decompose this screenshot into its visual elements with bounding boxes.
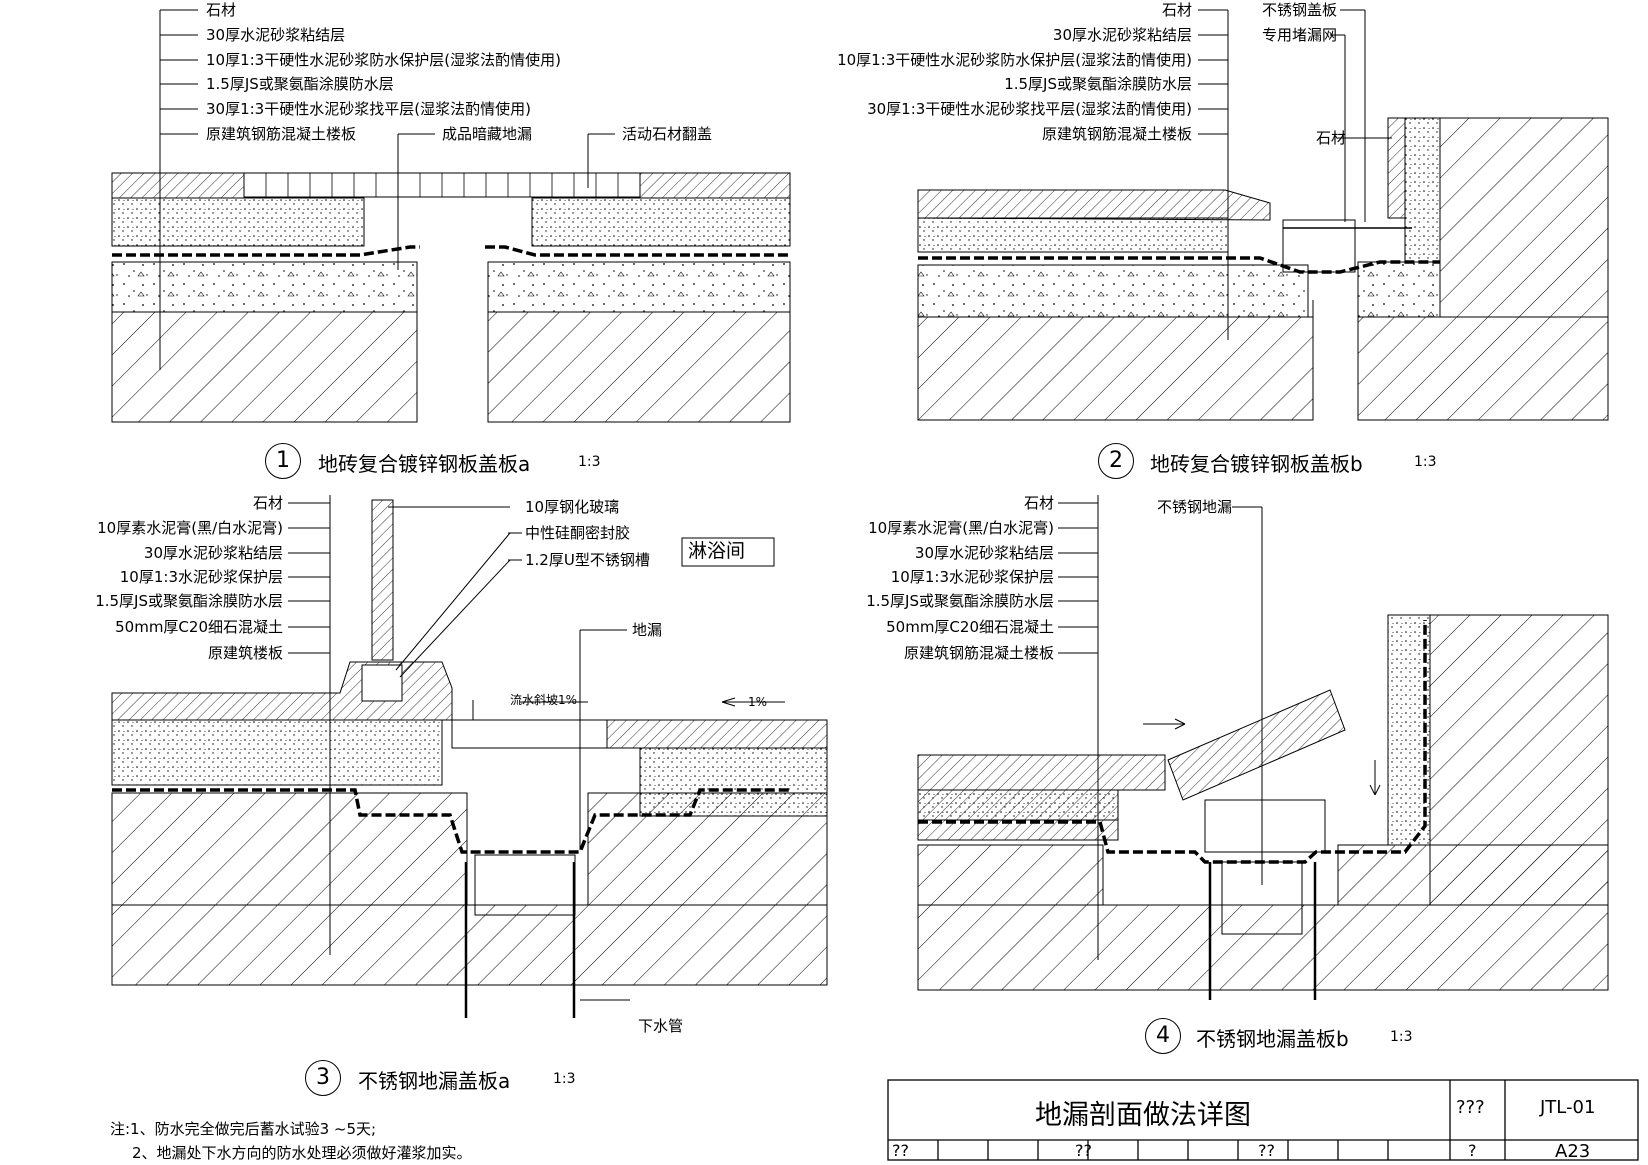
d3-label-slab: 原建筑楼板 (207, 644, 283, 662)
d1-scale: 1:3 (578, 454, 601, 470)
d3-title: 不锈钢地漏盖板a (358, 1069, 511, 1093)
d3-label-sealant: 中性硅酮密封胶 (525, 524, 631, 542)
title-block-cell-a: ??? (1456, 1097, 1485, 1118)
drawing-title: 地漏剖面做法详图 (1035, 1100, 1251, 1131)
d1-label-bond: 30厚水泥砂浆粘结层 (206, 26, 346, 44)
d1-label-stone: 石材 (206, 1, 237, 19)
d3-label-protect: 10厚1:3水泥砂浆保护层 (119, 568, 283, 586)
d3-label-concrete: 50mm厚C20细石混凝土 (115, 618, 283, 636)
d1-number: 1 (265, 443, 301, 479)
d1-label-drain: 成品暗藏地漏 (442, 125, 533, 143)
d1-label-protect: 10厚1:3干硬性水泥砂浆防水保护层(湿浆法酌情使用) (206, 51, 561, 69)
d2-title: 地砖复合镀锌钢板盖板b (1150, 452, 1363, 476)
d4-scale: 1:3 (1390, 1029, 1413, 1045)
d2-scale: 1:3 (1414, 454, 1437, 470)
d4-label-stone: 石材 (1023, 494, 1054, 512)
d3-number: 3 (305, 1060, 341, 1096)
d2-label-cover: 不锈钢盖板 (1262, 1, 1338, 19)
title-block-frame (887, 1079, 1639, 1161)
d4-label-protect: 10厚1:3水泥砂浆保护层 (890, 568, 1054, 586)
d3-label-slope2: 1% (748, 695, 768, 709)
title-block-cell-1: ?? (892, 1141, 909, 1160)
d2-number: 2 (1098, 443, 1134, 479)
detail-3-drawing (111, 495, 828, 1018)
d3-label-stone: 石材 (252, 494, 283, 512)
d4-label-paste: 10厚素水泥膏(黑/白水泥膏) (868, 519, 1054, 537)
d4-number: 4 (1145, 1018, 1181, 1054)
drawing-code: JTL-01 (1540, 1097, 1596, 1118)
title-block-cell-4: ? (1468, 1141, 1477, 1160)
d2-label-net: 专用堵漏网 (1262, 26, 1338, 44)
d2-label-slab: 原建筑钢筋混凝土楼板 (1041, 125, 1192, 143)
d3-label-slope: 流水斜坡1% (510, 693, 578, 707)
d2-label-stone2: 石材 (1316, 129, 1347, 147)
d3-label-waterproof: 1.5厚JS或聚氨酯涂膜防水层 (95, 592, 283, 610)
d1-title: 地砖复合镀锌钢板盖板a (318, 452, 531, 476)
d2-label-bond: 30厚水泥砂浆粘结层 (1052, 26, 1192, 44)
d1-label-level: 30厚1:3干硬性水泥砂浆找平层(湿浆法酌情使用) (206, 100, 531, 118)
d4-label-bond: 30厚水泥砂浆粘结层 (914, 544, 1054, 562)
d2-label-waterproof: 1.5厚JS或聚氨酯涂膜防水层 (1004, 75, 1192, 93)
d3-label-paste: 10厚素水泥膏(黑/白水泥膏) (97, 519, 283, 537)
detail-1-drawing (111, 9, 791, 423)
d2-label-stone: 石材 (1161, 1, 1192, 19)
title-block-cell-2: ?? (1075, 1141, 1092, 1160)
d3-label-channel: 1.2厚U型不锈钢槽 (525, 551, 650, 569)
d4-label-waterproof: 1.5厚JS或聚氨酯涂膜防水层 (866, 592, 1054, 610)
d1-label-cover: 活动石材翻盖 (622, 125, 713, 143)
d3-label-pipe: 下水管 (638, 1017, 684, 1035)
d4-label-drain: 不锈钢地漏 (1156, 498, 1232, 516)
note-2: 2、地漏处下水方向的防水处理必须做好灌浆加实。 (132, 1144, 472, 1162)
d2-label-protect: 10厚1:3干硬性水泥砂浆防水保护层(湿浆法酌情使用) (837, 51, 1192, 69)
d4-label-concrete: 50mm厚C20细石混凝土 (886, 618, 1054, 636)
d4-label-slab: 原建筑钢筋混凝土楼板 (903, 644, 1054, 662)
d3-label-bond: 30厚水泥砂浆粘结层 (143, 544, 283, 562)
d1-label-waterproof: 1.5厚JS或聚氨酯涂膜防水层 (206, 75, 394, 93)
d1-label-slab: 原建筑钢筋混凝土楼板 (206, 125, 357, 143)
sheet-number: A23 (1555, 1141, 1591, 1162)
note-1: 注:1、防水完全做完后蓄水试验3 ~5天; (110, 1120, 377, 1138)
d3-label-drain: 地漏 (632, 621, 663, 639)
d2-label-level: 30厚1:3干硬性水泥砂浆找平层(湿浆法酌情使用) (867, 100, 1192, 118)
d3-scale: 1:3 (553, 1071, 576, 1087)
detail-4-drawing (917, 495, 1609, 1000)
detail-2-drawing (917, 9, 1609, 421)
title-block-cell-3: ?? (1258, 1141, 1275, 1160)
d3-label-glass: 10厚钢化玻璃 (525, 498, 620, 516)
d3-label-room: 淋浴间 (688, 540, 746, 562)
d4-title: 不锈钢地漏盖板b (1196, 1027, 1349, 1051)
